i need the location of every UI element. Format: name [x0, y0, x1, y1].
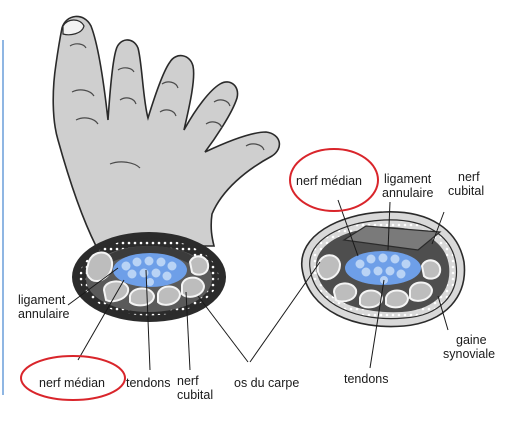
label-nerf-median-right: nerf médian: [296, 174, 362, 188]
label-nerf-cubital-right-1: nerf: [458, 170, 480, 184]
wrist-section-left: [72, 232, 226, 322]
label-gaine: gaine: [456, 333, 487, 347]
label-nerf-cubital-left-1: nerf: [177, 374, 199, 388]
hand-illustration: [53, 16, 279, 246]
label-tendons-right: tendons: [344, 372, 388, 386]
label-nerf-median-left: nerf médian: [39, 376, 105, 390]
label-tendons-left: tendons: [126, 376, 170, 390]
label-nerf-cubital-right-2: cubital: [448, 184, 484, 198]
label-ligament-left: ligament: [18, 293, 66, 307]
hand-silhouette: [53, 16, 279, 246]
label-annulaire-right: annulaire: [382, 186, 433, 200]
label-ligament-right-1: ligament: [384, 172, 432, 186]
label-annulaire-left: annulaire: [18, 307, 69, 321]
label-os-du-carpe: os du carpe: [234, 376, 299, 390]
label-synoviale: synoviale: [443, 347, 495, 361]
wrist-section-right: [302, 212, 465, 327]
label-nerf-cubital-left-2: cubital: [177, 388, 213, 402]
